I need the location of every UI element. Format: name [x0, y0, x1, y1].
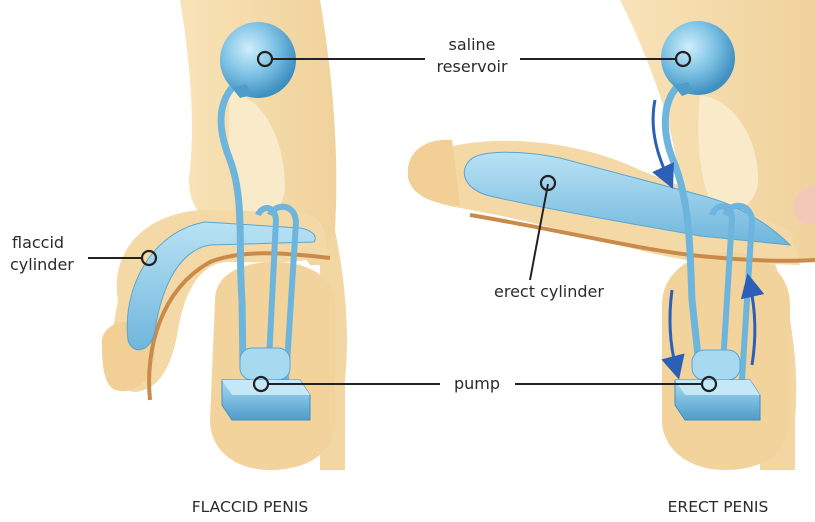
label-pump: pump	[454, 374, 500, 393]
label-saline: saline	[448, 35, 495, 54]
flaccid-pump-bulb	[240, 348, 290, 380]
erect-pump-top	[675, 380, 760, 395]
label-flaccid-cylinder: cylinder	[10, 255, 74, 274]
erect-pump-bulb	[692, 350, 740, 380]
flaccid-figure	[102, 0, 347, 470]
erect-glans-shape	[408, 140, 460, 205]
label-reservoir: reservoir	[436, 57, 508, 76]
label-flaccid: flaccid	[12, 233, 64, 252]
caption-erect-penis: ERECT PENIS	[668, 498, 769, 516]
label-erect-cylinder: erect cylinder	[494, 282, 604, 301]
caption-flaccid-penis: FLACCID PENIS	[192, 498, 308, 516]
